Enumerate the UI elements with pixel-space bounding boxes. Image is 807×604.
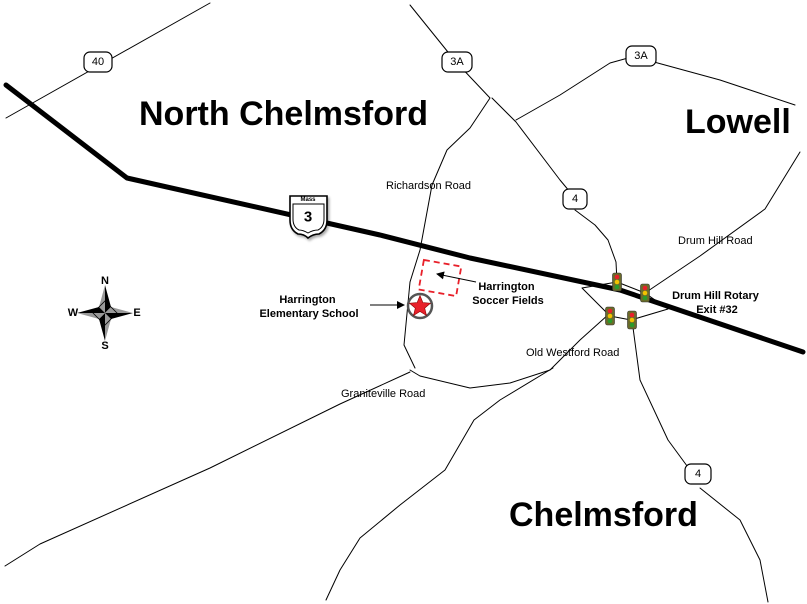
route-3a-north-road bbox=[491, 97, 576, 199]
compass-rose-icon bbox=[77, 285, 133, 341]
graniteville-road bbox=[4, 371, 411, 567]
place-lowell: Lowell bbox=[685, 103, 791, 141]
old-westford-road bbox=[409, 313, 610, 389]
place-chelmsford: Chelmsford bbox=[509, 496, 698, 534]
route-4-shield-south: 4 bbox=[684, 463, 712, 485]
compass-s: S bbox=[101, 340, 108, 352]
label-richardson-road: Richardson Road bbox=[386, 180, 471, 192]
route-4-south-continued-road bbox=[699, 487, 769, 603]
south-road bbox=[325, 367, 554, 601]
roads-layer bbox=[4, 2, 801, 603]
svg-text:3: 3 bbox=[304, 209, 312, 226]
route-3a-shield-left: 3A bbox=[441, 51, 473, 73]
route-3a-east-road bbox=[653, 61, 796, 106]
route-4-shield-north: 4 bbox=[562, 188, 588, 210]
traffic-signal-icon-2 bbox=[640, 283, 650, 303]
soccer-fields-arrow bbox=[436, 271, 477, 283]
drum-hill-road bbox=[644, 151, 801, 294]
svg-text:4: 4 bbox=[572, 193, 578, 205]
compass-n: N bbox=[101, 275, 109, 287]
route-3a-shield-right: 3A bbox=[625, 45, 657, 67]
place-north-chelmsford: North Chelmsford bbox=[139, 95, 428, 133]
traffic-signal-icon-1 bbox=[612, 272, 622, 292]
svg-text:40: 40 bbox=[92, 56, 104, 68]
traffic-signal-icon-4 bbox=[627, 310, 637, 330]
route-3a-northeast-road bbox=[515, 57, 629, 121]
school-label: Harrington Elementary School bbox=[259, 294, 358, 320]
route-3a-road bbox=[403, 4, 491, 369]
svg-text:4: 4 bbox=[695, 468, 701, 480]
label-drum-hill-road: Drum Hill Road bbox=[678, 235, 753, 247]
school-marker-icon bbox=[406, 292, 434, 320]
route-4-south-road bbox=[631, 319, 691, 471]
svg-text:Mass: Mass bbox=[300, 197, 316, 203]
mass-3-shield: Mass 3 bbox=[289, 195, 328, 240]
label-graniteville-road: Graniteville Road bbox=[341, 388, 425, 400]
svg-text:3A: 3A bbox=[450, 56, 464, 68]
route-4-north-road bbox=[574, 209, 618, 283]
soccer-fields-label: Harrington Soccer Fields bbox=[472, 281, 544, 307]
rotary-label: Drum Hill Rotary Exit #32 bbox=[672, 290, 762, 316]
compass-e: E bbox=[133, 307, 140, 319]
route-3-highway bbox=[3, 82, 806, 355]
svg-text:3A: 3A bbox=[634, 50, 648, 62]
label-old-westford-road: Old Westford Road bbox=[526, 347, 619, 359]
compass-w: W bbox=[68, 307, 79, 319]
route-40-shield: 40 bbox=[83, 51, 113, 73]
traffic-signal-icon-3 bbox=[605, 306, 615, 326]
soccer-fields-outline bbox=[417, 258, 463, 298]
